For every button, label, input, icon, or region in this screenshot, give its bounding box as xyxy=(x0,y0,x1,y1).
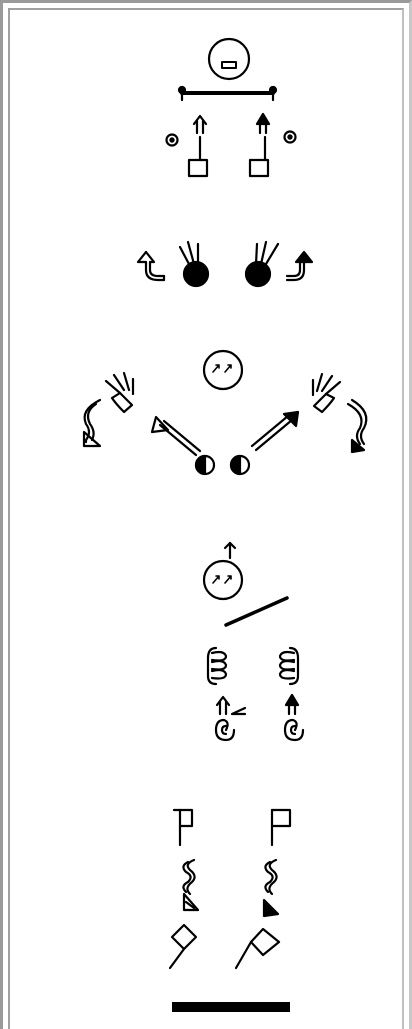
flag-hand-right-icon xyxy=(270,808,292,847)
sign-2 xyxy=(136,240,314,288)
head-circle-icon xyxy=(207,37,251,81)
up-arrow-outline-small-icon xyxy=(215,695,231,716)
up-arrow-solid-small-icon xyxy=(284,693,300,716)
angle-mark-icon xyxy=(230,706,247,716)
head-eyes-icon xyxy=(202,349,244,391)
spiral-hand-right-icon xyxy=(278,646,300,686)
diagonal-arrow-right-icon xyxy=(250,410,300,452)
end-of-text-bar xyxy=(172,1002,290,1012)
fist-left-icon xyxy=(178,240,210,288)
contact-dot-left-icon xyxy=(165,133,179,147)
spiral-contact-right-icon xyxy=(283,718,305,742)
sign-4 xyxy=(202,541,305,742)
shoulder-line-icon xyxy=(177,85,278,102)
up-arrow-solid-icon xyxy=(255,112,271,135)
sign-1 xyxy=(165,37,297,178)
contact-dot-right-icon xyxy=(283,130,297,144)
spiral-contact-left-icon xyxy=(214,718,236,742)
spiral-arrow-right-icon xyxy=(346,398,368,454)
head-eyes-lower-icon xyxy=(202,559,244,601)
half-circle-right-icon xyxy=(229,454,251,476)
curved-arrow-left-icon xyxy=(136,250,166,282)
shoulder-slash-icon xyxy=(224,596,289,627)
open-hand-right-icon xyxy=(311,372,342,414)
open-hand-left-icon xyxy=(104,371,135,414)
up-arrow-outline-icon xyxy=(192,114,208,135)
flag-hand-left-icon xyxy=(172,808,194,847)
sign-5 xyxy=(168,808,292,970)
inner-border xyxy=(8,8,404,1029)
spiral-hand-left-icon xyxy=(206,646,228,686)
hand-square-left-icon xyxy=(187,135,209,178)
diagonal-arrow-left-icon xyxy=(150,415,202,457)
spiral-arrow-left-icon xyxy=(82,398,102,448)
spiral-hand-lower-left-icon xyxy=(182,858,200,912)
fist-right-icon xyxy=(244,240,280,288)
spiral-hand-lower-right-icon xyxy=(262,858,280,918)
up-arrow-small-icon xyxy=(223,541,237,560)
diamond-hand-left-icon xyxy=(168,923,198,970)
diamond-hand-right-icon xyxy=(234,927,281,970)
sign-3 xyxy=(82,349,368,476)
curved-arrow-right-icon xyxy=(285,250,314,282)
hand-square-right-icon xyxy=(248,135,270,178)
half-circle-left-icon xyxy=(194,454,216,476)
